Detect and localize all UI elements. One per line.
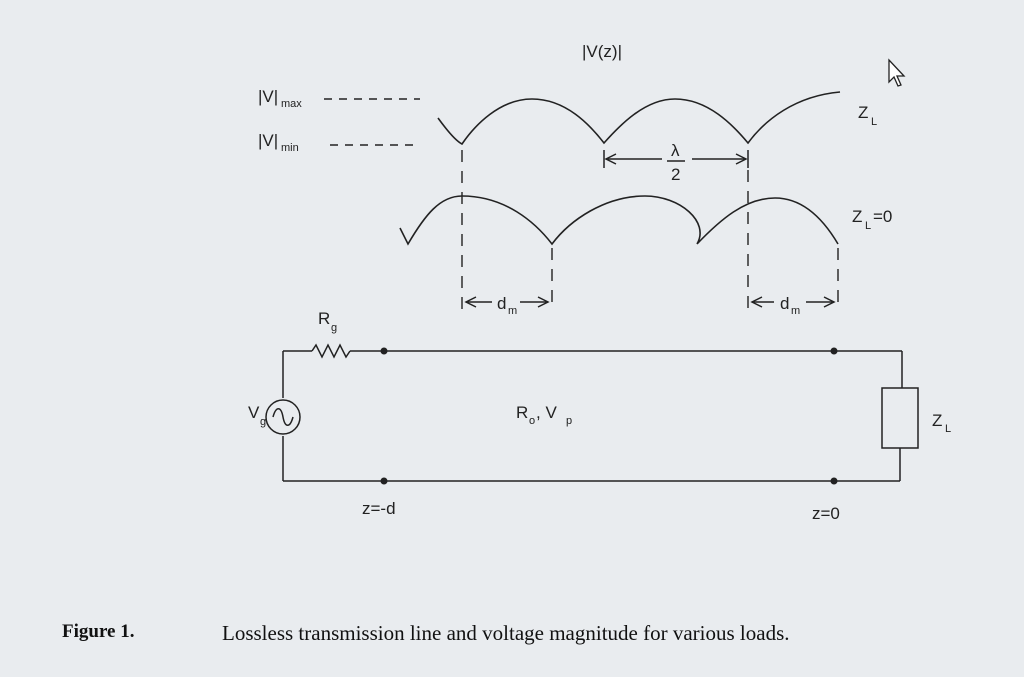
vg-subscript: g [260, 416, 266, 428]
rg-label: R [318, 309, 330, 328]
zl0-label: Z [852, 207, 862, 226]
vg-label: V [248, 403, 260, 422]
dm-left-arrowhead-left [464, 296, 477, 308]
dm-left-label: d [497, 294, 506, 313]
node-bottom-right [830, 477, 838, 485]
vmin-subscript: min [281, 142, 299, 154]
load-label: Z [932, 411, 942, 430]
mouse-pointer-icon [888, 58, 906, 87]
phase-velocity-subscript: p [566, 415, 572, 427]
rg-subscript: g [331, 322, 337, 334]
position-load-label: z=0 [812, 504, 840, 523]
load-subscript: L [945, 423, 951, 435]
zl-subscript: L [871, 116, 877, 128]
sine-wave-icon [272, 408, 294, 426]
dm-left-subscript: m [508, 305, 517, 317]
lambda-arrowhead-left [604, 153, 617, 165]
load-impedance-box [881, 387, 919, 449]
vmax-label: |V| [258, 87, 278, 106]
dm-right-label: d [780, 294, 789, 313]
node-top-left [380, 347, 388, 355]
dm-right-subscript: m [791, 305, 800, 317]
vmax-subscript: max [281, 98, 302, 110]
dm-left-arrowhead-right [537, 296, 550, 308]
voltage-magnitude-title: |V(z)| [582, 42, 622, 61]
vmin-label: |V| [258, 131, 278, 150]
voltage-wave-general-load [437, 91, 841, 146]
lambda-denominator: 2 [671, 165, 680, 184]
dm-right-arrowhead-left [750, 296, 763, 308]
dm-right-arrowhead-right [823, 296, 836, 308]
ac-source-icon [265, 399, 301, 435]
zl0-suffix: =0 [873, 207, 892, 226]
node-bottom-left [380, 477, 388, 485]
zl-label: Z [858, 103, 868, 122]
figure-caption: Lossless transmission line and voltage m… [222, 621, 790, 645]
lambda-arrowhead-right [735, 153, 748, 165]
node-top-right [830, 347, 838, 355]
voltage-wave-short-circuit [399, 195, 839, 246]
lambda-numerator: λ [671, 141, 680, 160]
line-impedance-subscript: o [529, 415, 535, 427]
figure-number: Figure 1. [62, 621, 134, 642]
line-impedance-label: R [516, 403, 528, 422]
position-source-label: z=-d [362, 499, 396, 518]
phase-velocity-label: , V [536, 403, 557, 422]
source-resistor [311, 343, 351, 359]
zl0-subscript: L [865, 220, 871, 232]
